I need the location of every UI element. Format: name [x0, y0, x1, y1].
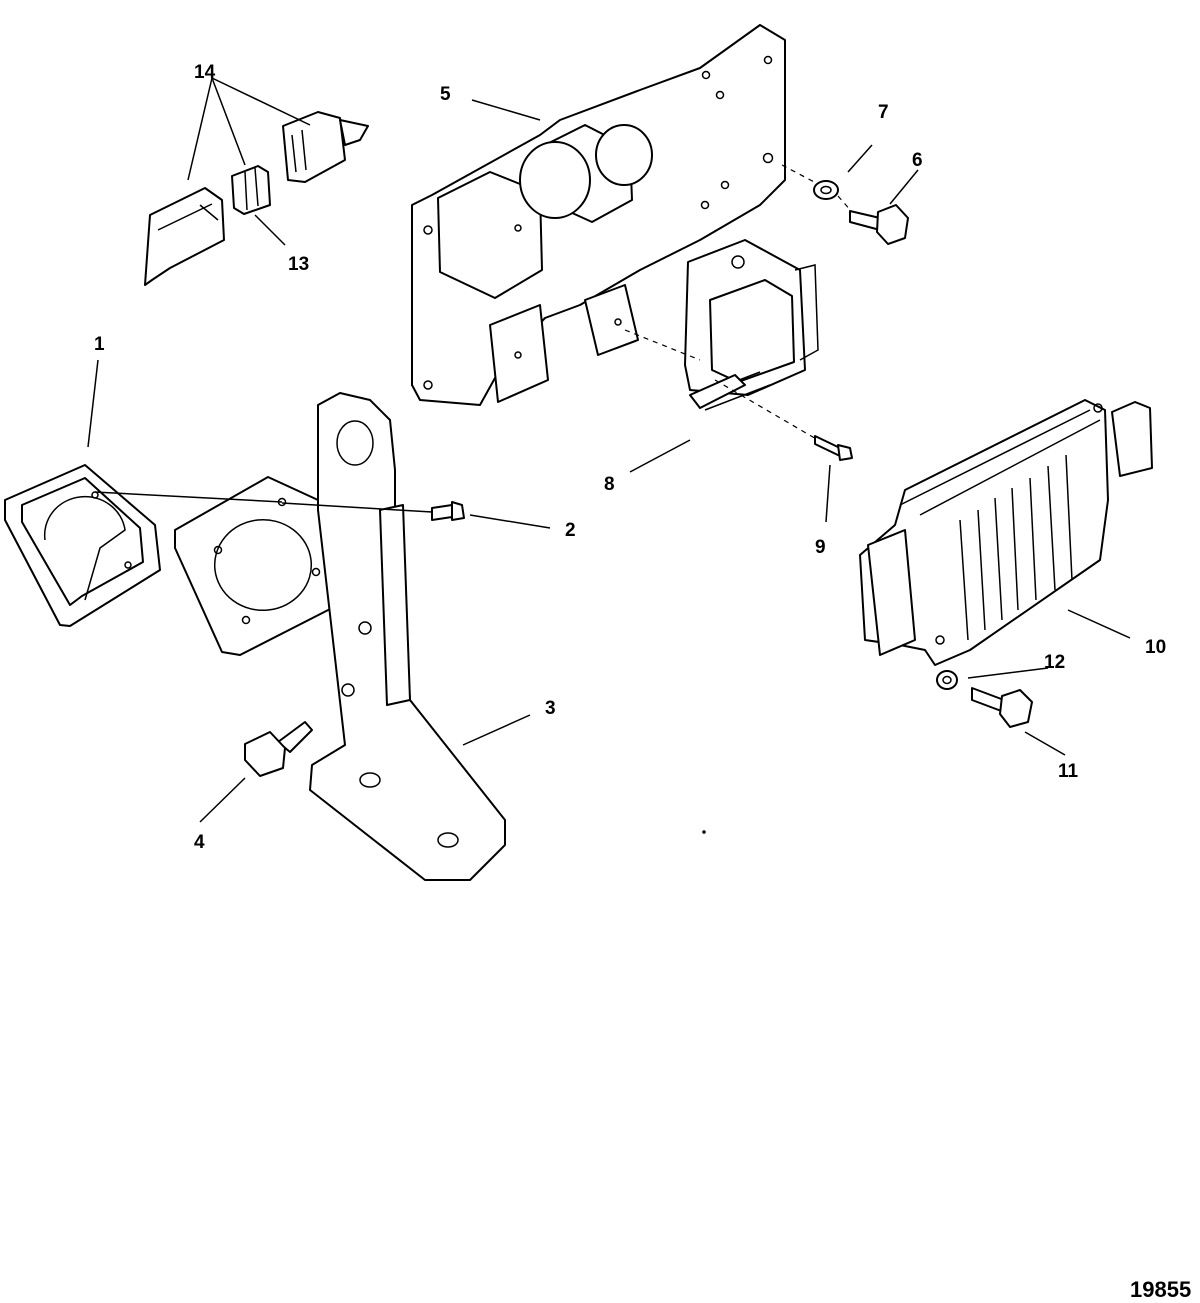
part-8-control-module	[684, 239, 819, 411]
callout-labels: 14 13 5 7 6 1 2 8 9 3 10 12 11 4	[94, 62, 1166, 853]
part-9-screw	[814, 435, 853, 461]
callout-9: 9	[815, 537, 826, 558]
part-4-hex-bolt	[244, 721, 313, 777]
callout-4: 4	[194, 832, 205, 853]
part-12-washer	[936, 670, 958, 690]
part-10-ignition-module	[859, 399, 1153, 666]
leader-lines	[87, 77, 1131, 823]
callout-13: 13	[288, 254, 309, 275]
callout-7: 7	[878, 102, 889, 123]
callout-2: 2	[565, 520, 576, 541]
callout-6: 6	[912, 150, 923, 171]
callout-3: 3	[545, 698, 556, 719]
figure-number: 19855	[1130, 1277, 1191, 1302]
part-2-screw	[431, 501, 465, 521]
callout-14: 14	[194, 62, 216, 83]
callout-8: 8	[604, 474, 615, 495]
part-3-l-bracket	[309, 392, 506, 881]
callout-10: 10	[1145, 637, 1166, 658]
callout-12: 12	[1044, 652, 1065, 673]
part-1-gasket	[4, 464, 161, 627]
callout-11: 11	[1058, 761, 1079, 782]
part-11-bolt	[971, 687, 1033, 728]
callout-5: 5	[440, 84, 451, 105]
part-6-bolt	[849, 204, 909, 245]
part-7-lock-washer	[813, 180, 839, 200]
part-14-connector	[144, 111, 369, 286]
callout-1: 1	[94, 334, 105, 355]
assembly-lines	[94, 164, 853, 834]
part-5-mounting-bracket	[411, 24, 786, 406]
